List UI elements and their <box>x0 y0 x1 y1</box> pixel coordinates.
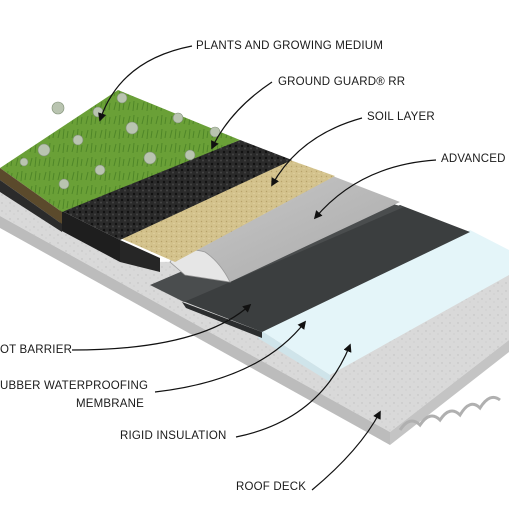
leader-ground-guard <box>211 81 273 150</box>
leader-lines <box>71 45 437 491</box>
waterproofing-membrane-layer <box>180 205 470 338</box>
label-ground-guard: GROUND GUARD® RR <box>278 76 406 88</box>
label-membrane-line2: MEMBRANE <box>76 398 145 410</box>
leader-insulation <box>235 343 352 438</box>
label-membrane-line1: UBBER WATERPROOFING <box>0 380 149 392</box>
plants-growing-medium-layer <box>0 90 240 232</box>
label-advanced: ADVANCED <box>441 153 506 165</box>
soil-layer <box>120 160 335 262</box>
leader-roof-deck <box>311 410 381 491</box>
leader-membrane <box>154 320 307 393</box>
leader-advanced <box>313 159 437 220</box>
leader-root-barrier <box>71 303 252 351</box>
label-plants: PLANTS AND GROWING MEDIUM <box>196 40 384 52</box>
label-soil: SOIL LAYER <box>367 111 435 123</box>
label-roof-deck: ROOF DECK <box>236 481 307 493</box>
label-insulation: RIGID INSULATION <box>120 430 227 442</box>
rigid-insulation-layer <box>258 230 509 382</box>
leader-plants <box>98 45 193 122</box>
leader-soil <box>271 117 363 187</box>
label-root-barrier: OT BARRIER <box>0 344 73 356</box>
drainage-layer <box>60 140 292 272</box>
